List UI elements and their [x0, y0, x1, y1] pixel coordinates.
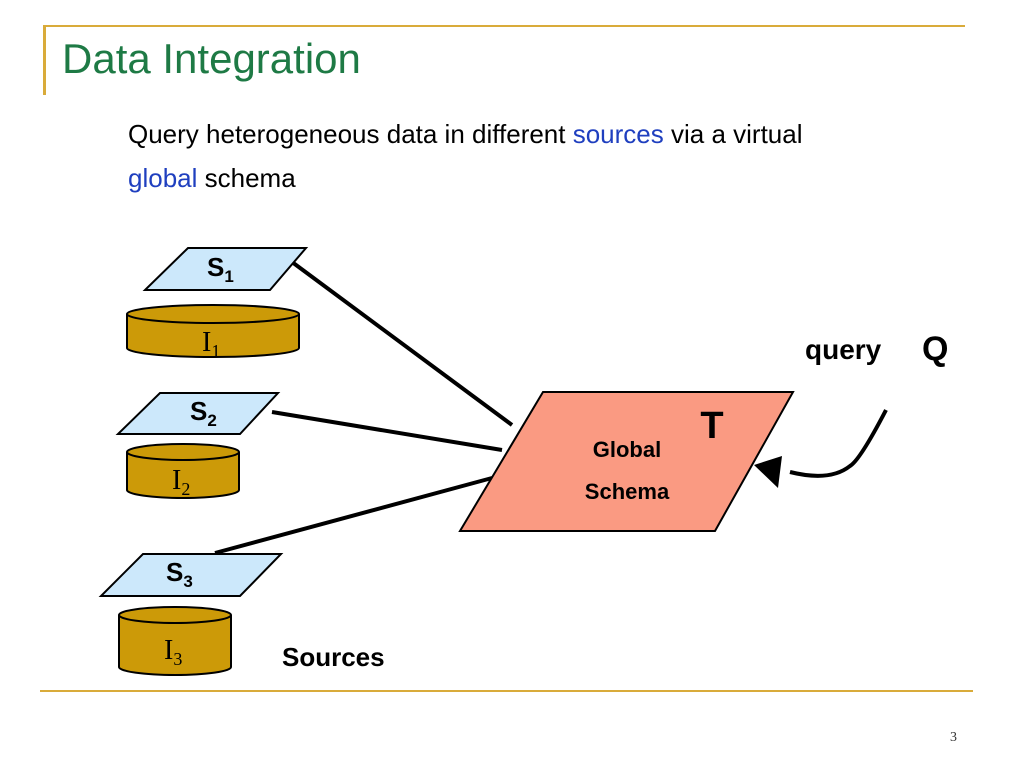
subtitle-text-1: Query heterogeneous data in different: [128, 119, 573, 149]
global-schema-line2: Schema: [585, 479, 670, 504]
query-arrow: [754, 409, 888, 488]
global-schema: Global Schema T: [458, 391, 795, 532]
source-schema-3: S3: [98, 553, 284, 597]
slide-subtitle: Query heterogeneous data in different so…: [128, 112, 968, 200]
instance-1-label: I1: [202, 327, 220, 361]
query-arrow-head: [754, 456, 782, 488]
instance-2-label: I2: [172, 465, 190, 499]
query-arrow-shaft: [789, 409, 888, 478]
footer-rule: [40, 690, 973, 692]
query-symbol: Q: [922, 330, 948, 368]
source-schema-1: S1: [142, 247, 309, 291]
mapping-label: T: [700, 405, 723, 447]
page-number: 3: [950, 730, 957, 745]
instance-3-label: I3: [164, 635, 182, 669]
connector-s1-global: [290, 260, 514, 427]
schema-2-label: S2: [190, 396, 217, 430]
source-instance-1: I1: [126, 304, 300, 361]
global-schema-line1: Global: [593, 437, 661, 462]
subtitle-highlight-global: global: [128, 163, 198, 193]
schema-1-label: S1: [207, 252, 234, 286]
connector-s3-global: [214, 476, 493, 555]
source-instance-3: I3: [118, 606, 232, 676]
title-accent-vertical: [43, 25, 46, 95]
source-schema-2: S2: [115, 392, 281, 435]
subtitle-text-3: schema: [197, 163, 296, 193]
title-accent-horizontal: [43, 25, 965, 27]
connector-s2-global: [271, 410, 503, 452]
source-instance-2: I2: [126, 443, 240, 499]
schema-3-label: S3: [166, 557, 193, 591]
sources-label: Sources: [282, 642, 385, 672]
query-label: query: [805, 334, 882, 365]
slide-title: Data Integration: [62, 35, 361, 82]
subtitle-highlight-sources: sources: [572, 119, 664, 149]
subtitle-text-2: via a virtual: [663, 119, 803, 149]
